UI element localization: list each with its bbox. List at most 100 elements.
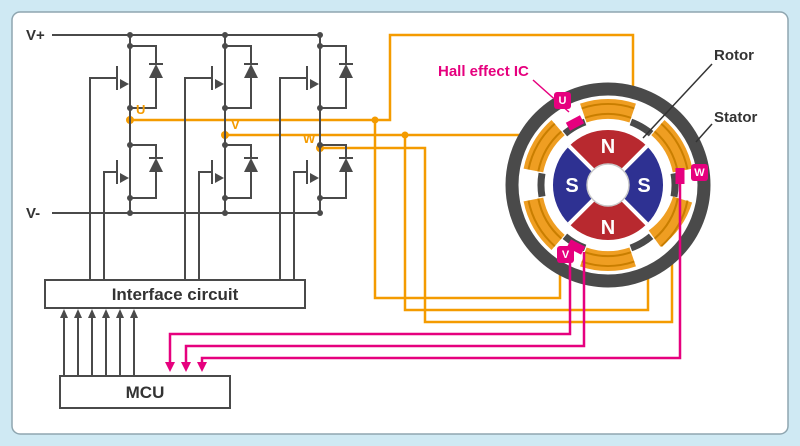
hall-ic-u bbox=[565, 115, 585, 131]
signal-arrow-up bbox=[102, 309, 110, 318]
diode-w-high bbox=[339, 64, 353, 78]
junction-dot bbox=[127, 105, 133, 111]
rotor-pole-north-bottom bbox=[569, 185, 647, 241]
rotor-label: Rotor bbox=[714, 47, 754, 64]
hall-badge-w-bg bbox=[691, 164, 708, 181]
coil-stripes bbox=[527, 198, 563, 247]
rotor-label-leader bbox=[642, 63, 713, 139]
coil-upper-left bbox=[523, 120, 565, 173]
half-bridge-leg-v bbox=[184, 32, 258, 280]
mosfet-w-low-icon bbox=[310, 173, 319, 183]
phase-wires bbox=[126, 33, 674, 324]
pole-shoe bbox=[670, 172, 679, 198]
junction-dot bbox=[317, 142, 323, 148]
vminus-label: V- bbox=[26, 205, 40, 222]
hall-badge-u: U bbox=[554, 92, 571, 109]
junction-dot bbox=[127, 142, 133, 148]
motor: N S N S bbox=[505, 82, 711, 288]
mosfet-v-high-icon bbox=[215, 79, 224, 89]
junction-dot bbox=[127, 210, 133, 216]
rotor-pole-south-right bbox=[608, 146, 664, 224]
hall-badge-w: W bbox=[691, 164, 708, 181]
stator-coils bbox=[523, 99, 693, 271]
interface-circuit-block: Interface circuit bbox=[44, 279, 306, 309]
junction-dot bbox=[222, 32, 228, 38]
rotor-pole-south-left bbox=[552, 146, 608, 224]
junction-dot bbox=[222, 195, 228, 201]
coil-stripes bbox=[653, 198, 689, 247]
inverter-bridge bbox=[52, 32, 353, 280]
rotor-shaft bbox=[586, 163, 630, 207]
interface-circuit-box bbox=[44, 279, 306, 309]
hall-badge-v-bg bbox=[557, 246, 574, 263]
half-bridge-leg-w bbox=[279, 32, 353, 280]
pole-label-n-top: N bbox=[601, 136, 615, 158]
mosfet-u-high-icon bbox=[120, 79, 129, 89]
hall-w-wire bbox=[200, 184, 682, 363]
mosfet-v-low-icon bbox=[215, 173, 224, 183]
mcu-block: MCU bbox=[59, 375, 231, 409]
diode-v-low bbox=[244, 158, 258, 172]
pole-shoe bbox=[629, 233, 654, 252]
hall-label-leader bbox=[532, 79, 570, 113]
hall-u-arrow bbox=[165, 362, 175, 372]
junction-dot bbox=[317, 32, 323, 38]
mosfet-u-low-icon bbox=[120, 173, 129, 183]
interface-circuit-label: Interface circuit bbox=[112, 285, 239, 304]
hall-badge-v-label: V bbox=[562, 249, 570, 261]
phase-v-label: V bbox=[231, 117, 240, 132]
hall-badge-u-label: U bbox=[559, 95, 567, 107]
hall-w-arrow bbox=[197, 362, 207, 372]
rotor: N S N S bbox=[552, 129, 664, 241]
signal-arrow-up bbox=[88, 309, 96, 318]
junction-dot bbox=[222, 210, 228, 216]
junction-dot bbox=[127, 195, 133, 201]
mcu-box bbox=[59, 375, 231, 409]
mcu-label: MCU bbox=[126, 383, 165, 402]
phase-u-wire bbox=[130, 33, 635, 300]
coil-stripes bbox=[581, 251, 635, 267]
pole-label-s-left: S bbox=[565, 175, 578, 197]
junction-dot bbox=[317, 105, 323, 111]
coil-bottom bbox=[580, 247, 636, 271]
diode-w-low bbox=[339, 158, 353, 172]
diode-u-low bbox=[149, 158, 163, 172]
phase-u-label: U bbox=[136, 102, 145, 117]
junction-dot bbox=[222, 105, 228, 111]
hall-badge-v: V bbox=[557, 246, 574, 263]
phase-w-wire bbox=[320, 146, 674, 324]
coil-upper-right bbox=[651, 120, 693, 173]
junction-dot bbox=[222, 43, 228, 49]
half-bridge-leg-u bbox=[89, 32, 163, 280]
signal-arrow-up bbox=[130, 309, 138, 318]
junction-dot bbox=[222, 142, 228, 148]
hall-ic-w bbox=[675, 168, 685, 184]
stator-label-leader bbox=[695, 123, 713, 143]
hall-badge-w-label: W bbox=[694, 167, 705, 179]
junction-dot bbox=[127, 32, 133, 38]
hall-effect-ic-label: Hall effect IC bbox=[438, 63, 529, 80]
hall-ics: U V W bbox=[554, 92, 708, 263]
coil-stripes bbox=[581, 103, 635, 119]
phase-v-wire bbox=[225, 133, 650, 312]
signal-arrow-up bbox=[74, 309, 82, 318]
phase-v-junction bbox=[401, 131, 409, 139]
hall-v-arrow bbox=[181, 362, 191, 372]
junction-dot bbox=[317, 210, 323, 216]
hall-badge-u-bg bbox=[554, 92, 571, 109]
signal-arrow-up bbox=[60, 309, 68, 318]
coil-stripes bbox=[527, 123, 563, 172]
pole-shoe bbox=[537, 172, 546, 198]
diode-v-high bbox=[244, 64, 258, 78]
hall-v-wire bbox=[184, 252, 586, 363]
mcu-signal-lines bbox=[63, 318, 135, 376]
hall-u-wire bbox=[168, 250, 572, 363]
mcu-to-interface-signals bbox=[60, 309, 138, 376]
vplus-label: V+ bbox=[26, 27, 45, 44]
coil-top bbox=[580, 99, 636, 123]
coil-lower-left bbox=[523, 197, 565, 250]
signal-arrow-up bbox=[116, 309, 124, 318]
diode-u-high bbox=[149, 64, 163, 78]
